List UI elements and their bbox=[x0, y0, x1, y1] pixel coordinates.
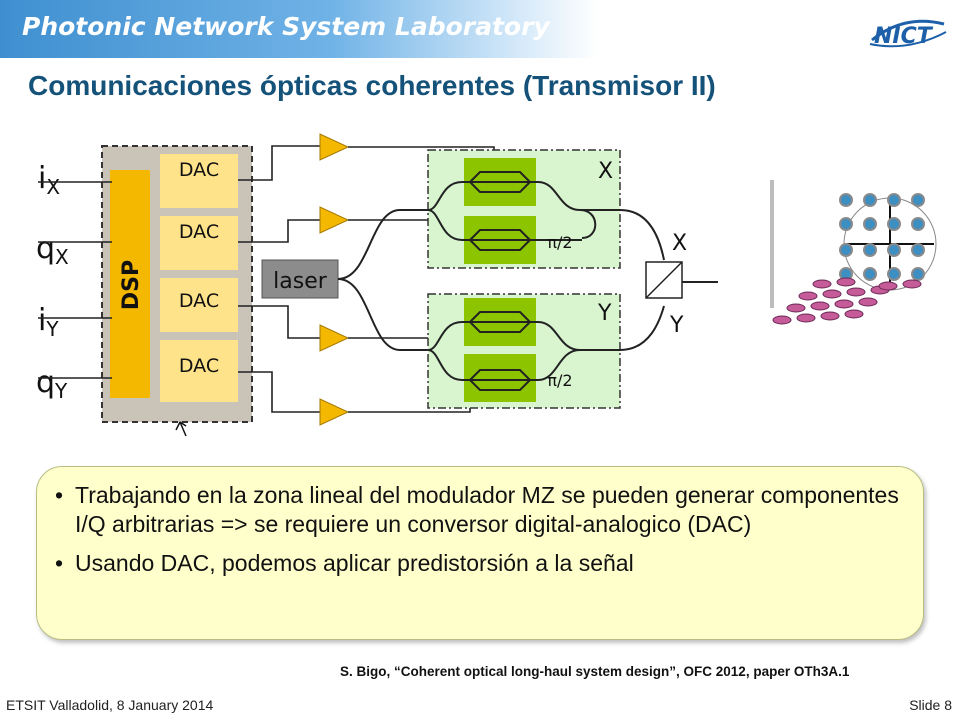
dsp-block bbox=[110, 170, 150, 398]
dac-block bbox=[160, 278, 238, 332]
mz-block bbox=[464, 354, 536, 402]
bullet-item: •Trabajando en la zona lineal del modula… bbox=[55, 482, 899, 537]
input-label-ix: iX bbox=[38, 161, 60, 199]
reference-citation: S. Bigo, “Coherent optical long-haul sys… bbox=[340, 664, 850, 679]
pbc-label-x: X bbox=[672, 231, 687, 256]
input-label-qx: qX bbox=[36, 231, 69, 269]
pol-label-y: Y bbox=[597, 301, 612, 326]
dac-block bbox=[160, 340, 238, 402]
amplifier-2 bbox=[319, 206, 350, 234]
footer-event: ETSIT Valladolid, 8 January 2014 bbox=[6, 697, 214, 713]
transmitter-diagram: DSP DAC DAC DAC DAC iX qX iY qY laser bbox=[36, 133, 937, 437]
bullet-box: •Trabajando en la zona lineal del modula… bbox=[36, 466, 924, 640]
amplifier-4 bbox=[319, 398, 350, 426]
phase-label-y: π/2 bbox=[547, 371, 572, 390]
dac-label: DAC bbox=[179, 159, 219, 181]
dac-block bbox=[160, 154, 238, 208]
input-label-iy: iY bbox=[38, 303, 59, 341]
laser-block bbox=[261, 259, 339, 299]
amplifier-3 bbox=[319, 324, 350, 352]
dac-label: DAC bbox=[179, 221, 219, 243]
bullet-list: •Trabajando en la zona lineal del modula… bbox=[53, 481, 903, 588]
constellation-diagram bbox=[770, 180, 937, 325]
bullet-item: •Usando DAC, podemos aplicar predistorsi… bbox=[55, 550, 634, 576]
pointer-arrow bbox=[175, 421, 187, 437]
slide-title: Comunicaciones ópticas coherentes (Trans… bbox=[28, 70, 716, 101]
header-bar: Photonic Network System Laboratory NICT bbox=[0, 0, 960, 62]
nict-logo: NICT bbox=[869, 19, 947, 49]
header-band bbox=[0, 0, 598, 58]
dac-label: DAC bbox=[179, 290, 219, 312]
dac-block bbox=[160, 216, 238, 270]
pbc-label-y: Y bbox=[669, 313, 684, 338]
laser-label: laser bbox=[273, 269, 328, 294]
input-label-qy: qY bbox=[36, 365, 68, 403]
pol-label-x: X bbox=[598, 159, 613, 184]
dac-label: DAC bbox=[179, 355, 219, 377]
slide-number: Slide 8 bbox=[909, 697, 952, 713]
bullet-text: Usando DAC, podemos aplicar predistorsió… bbox=[75, 550, 634, 576]
logo-text: NICT bbox=[874, 24, 934, 49]
phase-label-x: π/2 bbox=[547, 233, 572, 252]
dsp-label: DSP bbox=[119, 260, 144, 310]
amplifier-1 bbox=[319, 133, 350, 161]
bullet-text: Trabajando en la zona lineal del modulad… bbox=[75, 482, 899, 537]
lab-title: Photonic Network System Laboratory bbox=[22, 12, 550, 41]
